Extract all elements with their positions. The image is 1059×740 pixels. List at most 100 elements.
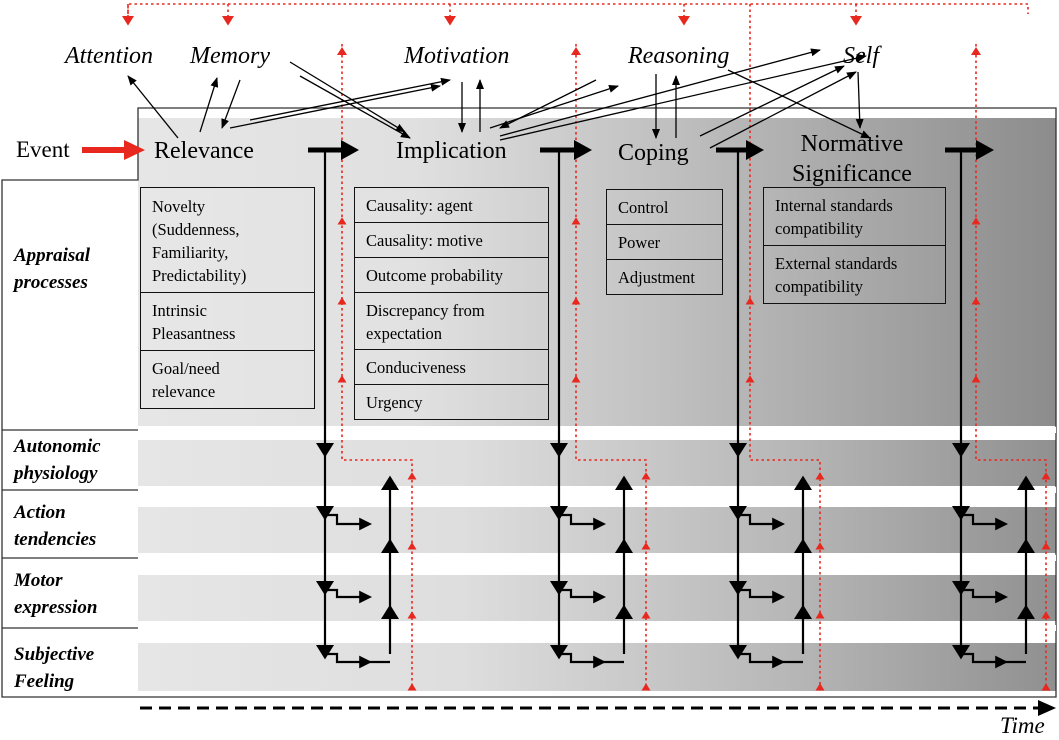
check-novelty: Novelty (Suddenness, Familiarity, Predic… — [140, 187, 315, 293]
faculty-reasoning: Reasoning — [628, 43, 730, 69]
red-up-arrow — [1041, 611, 1051, 619]
red-up-arrow — [641, 472, 651, 480]
red-up-arrow — [407, 683, 417, 691]
event-label: Event — [16, 137, 70, 162]
stage-arrow-head — [976, 140, 994, 160]
faculty-arrow — [855, 71, 864, 129]
cascade-down-arrow — [316, 581, 334, 596]
faculty-motivation: Motivation — [404, 43, 510, 69]
cascade-down-arrow — [952, 645, 970, 660]
cascade-down-arrow — [316, 645, 334, 660]
stage-arrow-head — [341, 140, 359, 160]
cascade-up-arrow — [381, 538, 399, 553]
lane-motor-expression: Motor expression — [14, 570, 98, 618]
check-urgency: Urgency — [354, 384, 549, 420]
event-arrow-head — [124, 140, 145, 160]
cascade-down-arrow — [729, 506, 747, 521]
stage-relevance: Relevance — [154, 138, 254, 164]
check-intrinsic-pleasantness: Intrinsic Pleasantness — [140, 292, 315, 351]
cascade-right-arrow — [772, 655, 785, 669]
cascade-down-arrow — [952, 581, 970, 596]
cascade-down-arrow — [729, 581, 747, 596]
red-down-arrow — [444, 16, 456, 26]
check-goal-need-relevance: Goal/need relevance — [140, 350, 315, 409]
cascade-up-arrow — [794, 538, 812, 553]
process-arrows — [308, 140, 1035, 669]
red-up-arrow — [971, 297, 981, 305]
lane-subjective-feeling: Subjective Feeling — [14, 644, 95, 692]
red-up-arrow — [641, 683, 651, 691]
band-appraisal — [138, 118, 1056, 426]
cascade-right-arrow — [995, 655, 1008, 669]
faculty-arrow — [699, 65, 845, 137]
cascade-down-arrow — [729, 645, 747, 660]
faculty-arrow — [127, 75, 179, 139]
cascade-right-arrow — [995, 517, 1008, 531]
check-power: Power — [606, 224, 723, 260]
red-up-arrow — [815, 611, 825, 619]
red-up-arrow — [337, 217, 347, 225]
red-up-arrow — [1041, 542, 1051, 550]
band-lane — [138, 507, 1056, 553]
cascade-down-arrow — [952, 506, 970, 521]
check-causality-agent: Causality: agent — [354, 187, 549, 223]
cascade-right-arrow — [359, 517, 372, 531]
faculty-self: Self — [843, 43, 879, 69]
cascade-right-arrow — [593, 517, 606, 531]
red-up-arrow — [407, 472, 417, 480]
cascade-up-arrow — [794, 604, 812, 619]
check-conduciveness: Conduciveness — [354, 349, 549, 385]
red-up-arrow — [337, 297, 347, 305]
cascade-link — [738, 588, 773, 599]
red-down-arrow — [122, 16, 134, 26]
cascade-down-arrow — [316, 506, 334, 521]
red-dotted-line — [575, 44, 647, 690]
cascade-down-arrow — [316, 443, 334, 458]
red-up-arrow — [407, 542, 417, 550]
faculty-arrow — [199, 77, 219, 133]
feedback-lines — [82, 3, 1051, 691]
faculty-arrow — [499, 54, 867, 141]
cascade-up-arrow — [615, 604, 633, 619]
check-adjustment: Adjustment — [606, 259, 723, 295]
faculty-attention: Attention — [65, 43, 153, 69]
lane-appraisal-processes: Appraisal processes — [14, 245, 91, 293]
stage-implication: Implication — [396, 138, 507, 164]
cascade-up-arrow — [1017, 475, 1035, 490]
time-axis — [140, 700, 1056, 716]
stage-arrow-head — [574, 140, 592, 160]
cascade-down-arrow — [550, 506, 568, 521]
cascade-right-arrow — [359, 655, 372, 669]
red-down-arrow — [678, 16, 690, 26]
faculty-arrow — [489, 85, 619, 129]
faculty-arrow — [249, 77, 451, 121]
red-up-arrow — [571, 47, 581, 55]
cascade-down-arrow — [729, 443, 747, 458]
background-bands — [138, 118, 1056, 691]
check-causality-motive: Causality: motive — [354, 222, 549, 258]
cascade-link — [961, 588, 996, 599]
cascade-right-arrow — [995, 590, 1008, 604]
cascade-right-arrow — [593, 590, 606, 604]
red-dotted-line — [975, 44, 1047, 690]
cascade-up-arrow — [381, 475, 399, 490]
red-up-arrow — [971, 375, 981, 383]
cascade-link — [961, 513, 996, 526]
cascade-up-arrow — [794, 475, 812, 490]
faculty-arrow — [229, 83, 441, 129]
lane-autonomic-physiology: Autonomic physiology — [14, 436, 101, 484]
red-up-arrow — [971, 217, 981, 225]
red-up-arrow — [815, 683, 825, 691]
faculty-arrow — [299, 75, 411, 139]
band-lane — [138, 643, 1056, 691]
check-internal-standards: Internal standards compatibility — [763, 187, 946, 246]
red-dotted-line — [341, 44, 413, 690]
check-external-standards: External standards compatibility — [763, 245, 946, 304]
red-up-arrow — [745, 297, 755, 305]
stage-normative-significance: Normative Significance — [792, 131, 912, 187]
red-up-arrow — [1041, 472, 1051, 480]
faculty-arrow — [499, 48, 821, 137]
cascade-down-arrow — [550, 581, 568, 596]
time-label: Time — [1000, 713, 1045, 738]
cascade-down-arrow — [550, 645, 568, 660]
